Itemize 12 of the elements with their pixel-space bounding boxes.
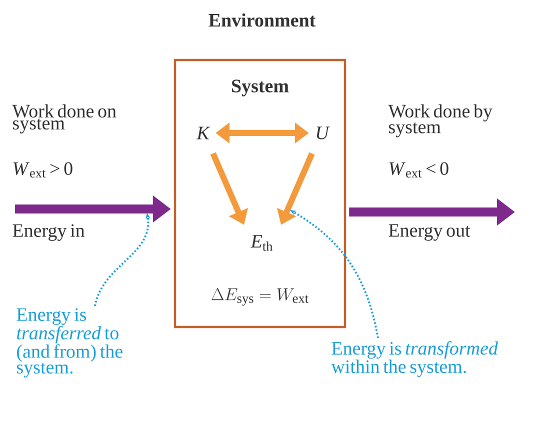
label: Energy out <box>388 224 470 241</box>
title: Environment <box>208 13 316 27</box>
symbol: U <box>316 126 330 140</box>
label: W$_{ext}$ < 0 <box>389 162 448 178</box>
symbol: E$_{th}$ <box>250 235 273 251</box>
label: Energy in <box>12 224 85 241</box>
label: Work done on system <box>12 104 116 134</box>
note: Energy is transformed within the system. <box>331 341 498 377</box>
symbol: K <box>196 126 210 140</box>
label: W$_{ext}$ > 0 <box>13 162 72 178</box>
label: Work done by system <box>388 104 492 138</box>
note: Energy is transferred to (and from) the system. <box>16 308 122 378</box>
